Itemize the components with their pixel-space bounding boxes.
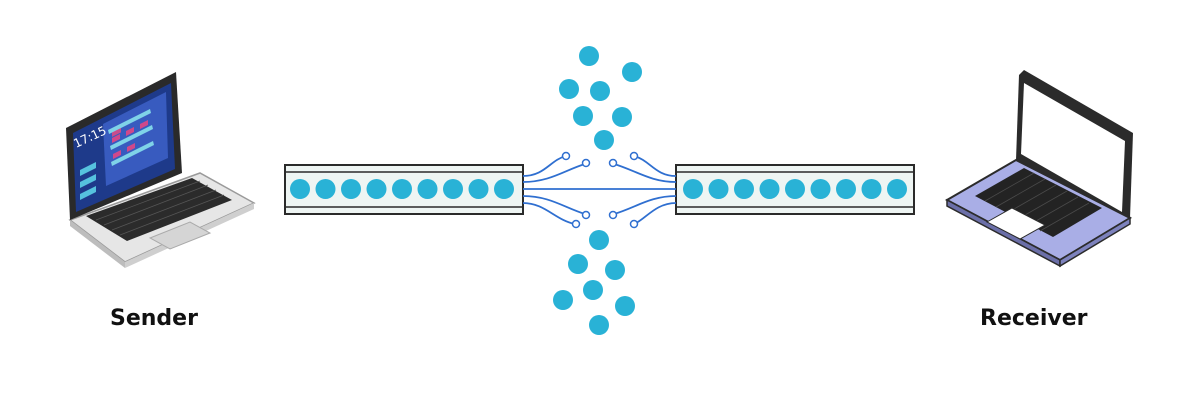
lost-packet	[589, 315, 609, 335]
lost-packet	[615, 296, 635, 316]
packet	[341, 179, 361, 199]
sender-laptop: 17:15	[66, 72, 256, 268]
packet	[417, 179, 438, 199]
packet	[290, 179, 310, 199]
lost-packet	[573, 106, 593, 126]
packet	[836, 179, 856, 199]
packet	[683, 179, 703, 199]
packet	[366, 179, 387, 199]
packet	[494, 179, 514, 199]
lost-packet	[579, 46, 599, 66]
lost-packet	[553, 290, 573, 310]
broken-wires	[522, 155, 677, 225]
lost-packet	[622, 62, 642, 82]
packet	[759, 179, 780, 199]
lost-packet	[612, 107, 632, 127]
lost-packet	[590, 81, 610, 101]
left-cable	[284, 164, 524, 215]
lost-packet	[583, 280, 603, 300]
lost-packets-top	[559, 46, 642, 150]
packet	[708, 179, 729, 199]
packet	[861, 179, 882, 199]
sender-label: Sender	[110, 306, 198, 331]
lost-packet	[589, 230, 609, 250]
packet	[315, 179, 336, 199]
receiver-screen	[1021, 83, 1125, 212]
lost-packets-bottom	[553, 230, 635, 335]
wire-ends	[561, 151, 639, 229]
lost-packet	[594, 130, 614, 150]
packet	[734, 179, 754, 199]
packet	[887, 179, 907, 199]
packet	[392, 179, 412, 199]
receiver-label: Receiver	[980, 306, 1088, 331]
packet	[468, 179, 489, 199]
packet	[785, 179, 805, 199]
left-cable-packets	[290, 179, 514, 199]
lost-packet	[559, 79, 579, 99]
lost-packet	[605, 260, 625, 280]
right-cable	[675, 164, 915, 215]
packet	[443, 179, 463, 199]
right-cable-packets	[683, 179, 907, 199]
packet	[810, 179, 831, 199]
lost-packet	[568, 254, 588, 274]
receiver-laptop	[944, 70, 1133, 268]
